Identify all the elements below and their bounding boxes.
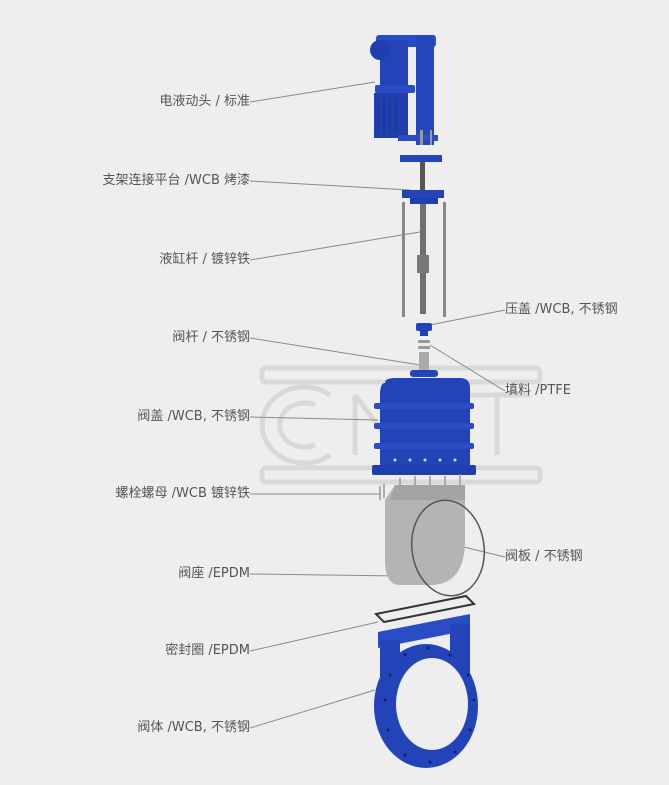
label-bracket: 支架连接平台 /WCB 烤漆	[102, 173, 251, 188]
bonnet-part	[372, 378, 476, 475]
actuator-part	[370, 35, 442, 162]
label-gate: 阀板 / 不锈钢	[505, 549, 583, 564]
label-actuator: 电液动头 / 标准	[159, 94, 250, 109]
gate-part	[385, 485, 465, 585]
label-body: 阀体 /WCB, 不锈钢	[137, 720, 250, 735]
cylinder-rod-part	[402, 202, 446, 317]
seal-part	[373, 594, 477, 624]
stem-part	[410, 352, 438, 377]
body-part	[374, 614, 478, 768]
label-stem: 阀杆 / 不锈钢	[172, 330, 250, 345]
seat-part	[410, 499, 486, 597]
label-packing: 填料 /PTFE	[505, 383, 571, 398]
bracket-part	[402, 162, 444, 204]
label-seal: 密封圈 /EPDM	[165, 643, 250, 658]
label-seat: 阀座 /EPDM	[178, 566, 250, 581]
label-bonnet: 阀盖 /WCB, 不锈钢	[137, 409, 250, 424]
leader-lines	[249, 81, 506, 729]
label-cylinder-rod: 液缸杆 / 镀锌铁	[159, 252, 250, 267]
label-bolts: 螺栓螺母 /WCB 镀锌铁	[115, 486, 251, 501]
label-gland: 压盖 /WCB, 不锈钢	[505, 302, 618, 317]
gland-part	[416, 323, 432, 336]
packing-part	[418, 340, 430, 349]
